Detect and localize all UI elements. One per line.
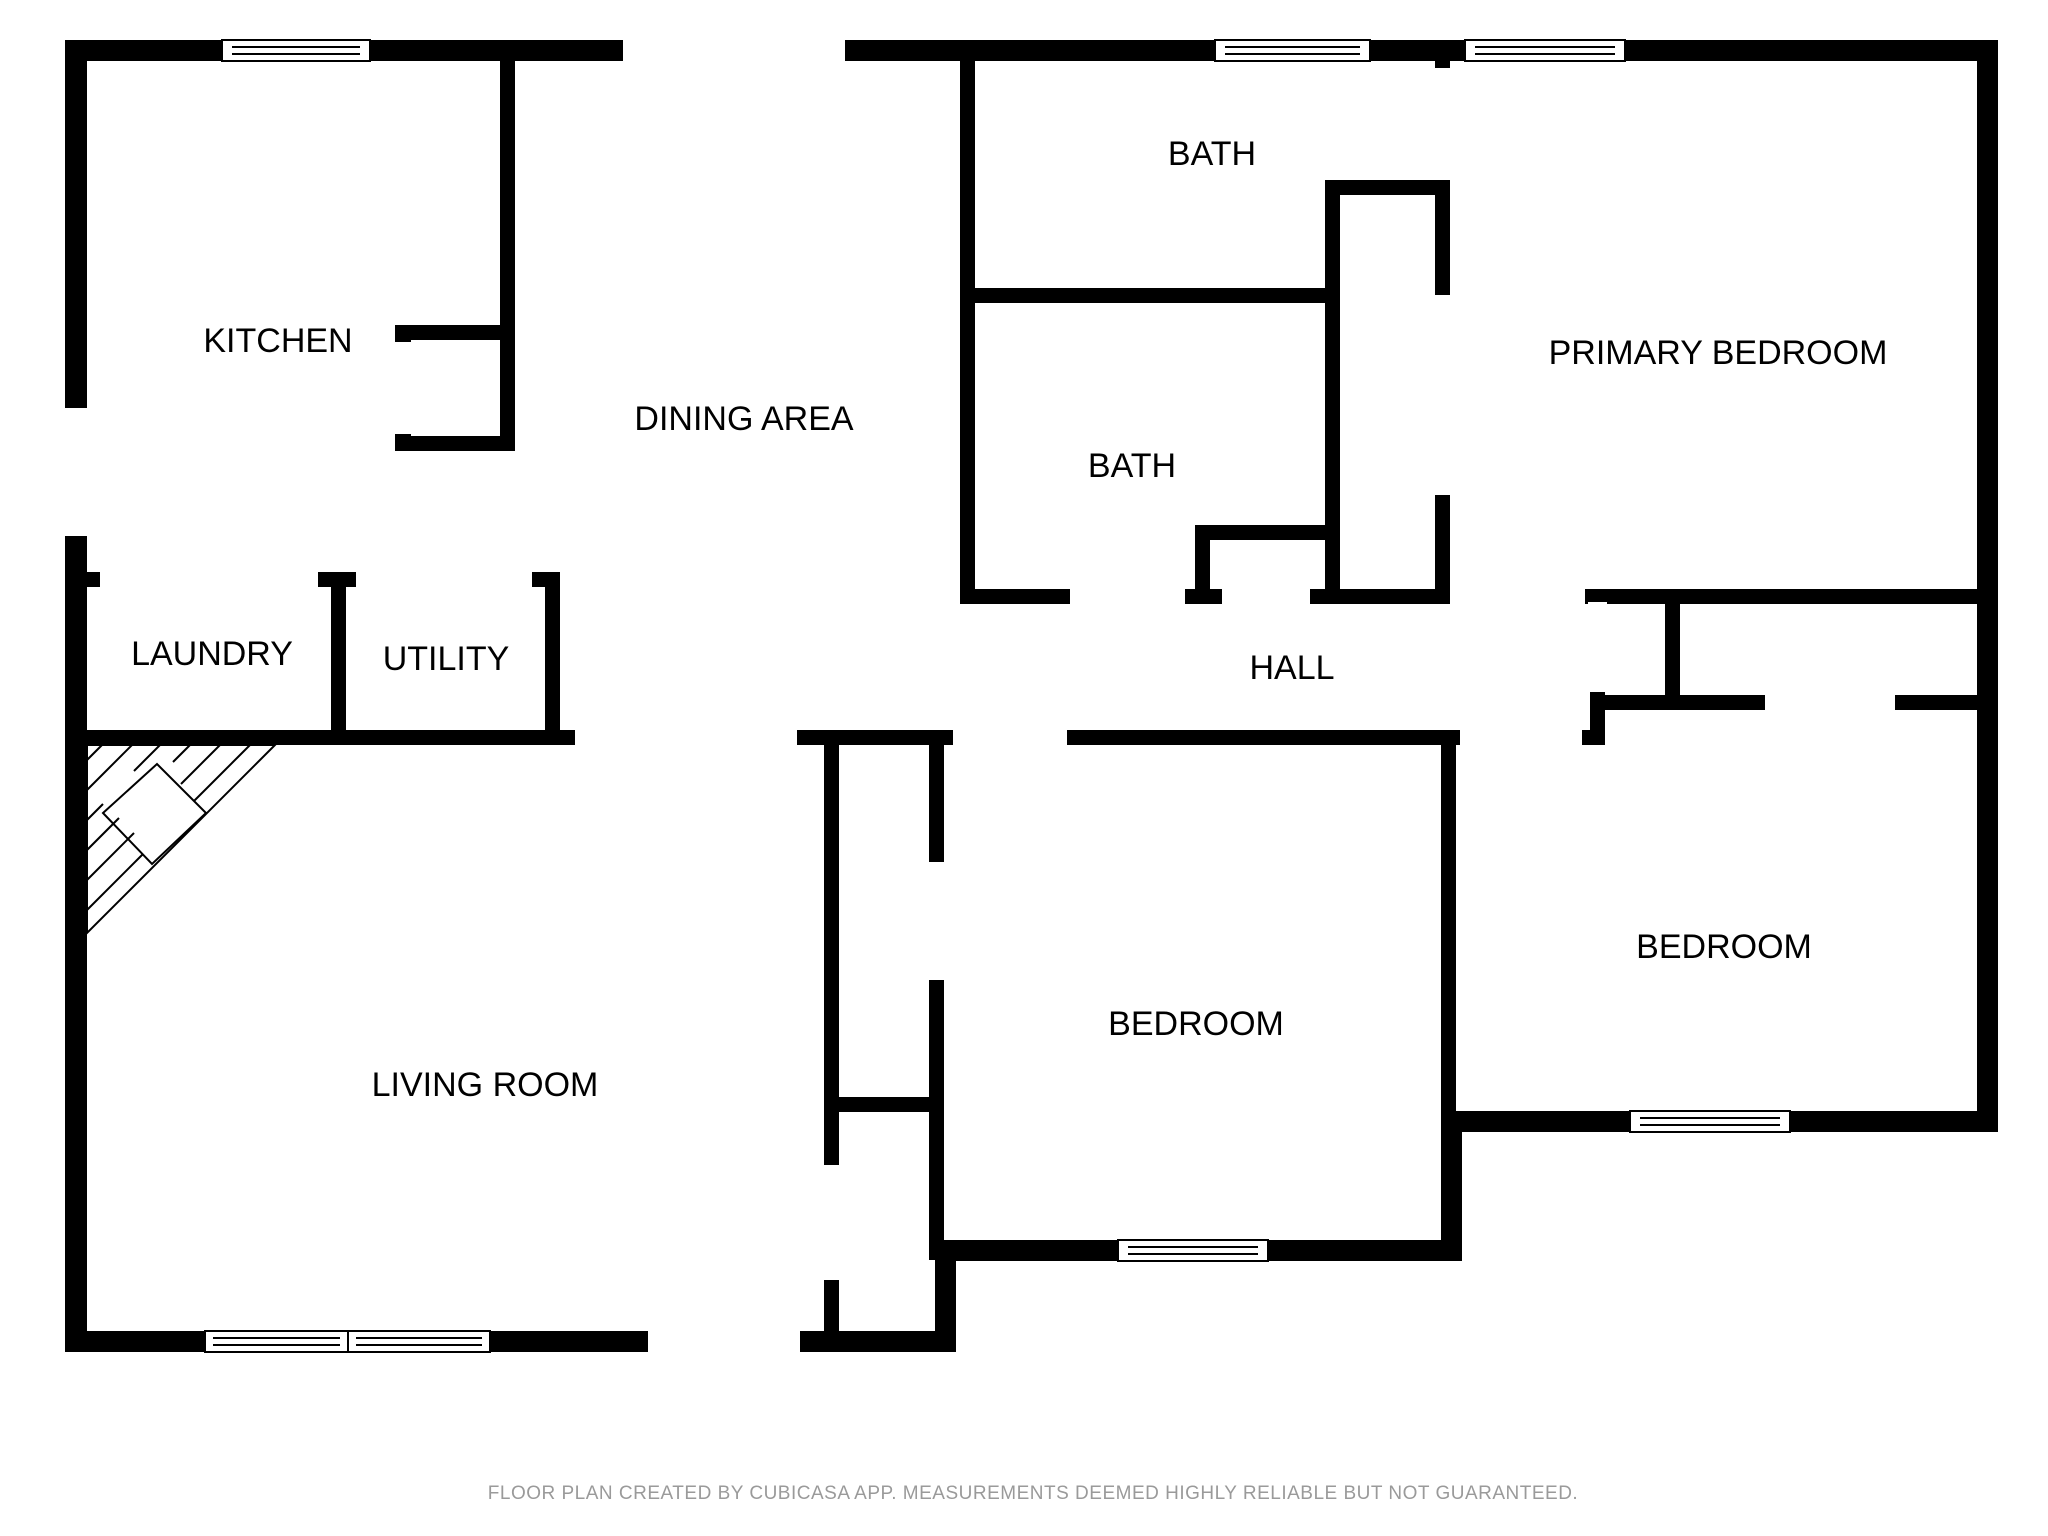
wall-primary-bottom [1585, 589, 1998, 604]
opening-living-bottom [648, 1329, 800, 1354]
opening-living-closet [822, 1165, 841, 1280]
opening-kitchen-left [63, 408, 89, 536]
opening-bath-lower-door [1070, 587, 1185, 606]
wall-bedroom-center-right [1441, 730, 1456, 1260]
label-laundry: LAUNDRY [131, 635, 293, 673]
wall-kitchen-peninsula-bottom [395, 436, 515, 451]
wall-bath-closet-left [1325, 180, 1340, 604]
label-bedroom-right: BEDROOM [1636, 928, 1812, 966]
opening-laundry-top [100, 570, 318, 589]
window-bath-upper [1214, 39, 1371, 62]
opening-bedroom-right-closet [1765, 693, 1895, 712]
wall-kitchen-dining [500, 40, 515, 450]
label-dining-area: DINING AREA [634, 400, 853, 438]
label-bath-lower: BATH [1088, 447, 1176, 485]
label-kitchen: KITCHEN [203, 322, 352, 360]
wall-exterior-step-1 [935, 1240, 956, 1352]
wall-exterior-right [1977, 40, 1998, 1132]
wall-bath-nook-top [1195, 525, 1340, 540]
label-living-room: LIVING ROOM [372, 1066, 599, 1104]
opening-kitchen-peninsula [393, 342, 413, 434]
openings [63, 38, 1895, 1354]
window-bedroom-right [1629, 1110, 1791, 1133]
opening-primary-closet [1433, 295, 1452, 495]
opening-closet-bedroom [927, 862, 946, 980]
wall-utility-right [545, 572, 560, 738]
opening-bedroom-right-top [1460, 728, 1582, 747]
room-labels: KITCHEN DINING AREA BATH BATH PRIMARY BE… [131, 135, 1887, 1104]
wall-linen-divider [1665, 589, 1680, 699]
wall-exterior-bottom-living [65, 1331, 956, 1352]
wall-closet-divider [824, 1097, 944, 1112]
wall-kitchen-peninsula-top [395, 325, 515, 340]
opening-utility-top [356, 570, 532, 589]
window-primary-bedroom [1464, 39, 1626, 62]
stairs [86, 744, 278, 936]
walls [65, 40, 1998, 1352]
label-utility: UTILITY [383, 640, 510, 678]
label-primary-bedroom: PRIMARY BEDROOM [1549, 334, 1888, 372]
wall-bath-divider [960, 288, 1330, 303]
footer-disclaimer: FLOOR PLAN CREATED BY CUBICASA APP. MEAS… [488, 1483, 1578, 1504]
wall-laundry-utility [331, 572, 346, 738]
window-living-right [347, 1330, 491, 1353]
wall-exterior-left [65, 40, 87, 1352]
label-bedroom-center: BEDROOM [1108, 1005, 1284, 1043]
wall-bath-left [960, 56, 975, 604]
opening-primary-bath [1433, 68, 1452, 180]
wall-bath-closet-top [1325, 180, 1450, 195]
wall-bath-nook-side [1195, 525, 1210, 604]
label-bath-upper: BATH [1168, 135, 1256, 173]
window-bedroom-center [1117, 1239, 1269, 1262]
opening-linen-door [1588, 602, 1607, 692]
opening-bath-nook-door [1222, 587, 1310, 606]
wall-closet-right [929, 730, 944, 1260]
opening-dining-top [623, 38, 845, 63]
opening-living-top [575, 728, 797, 747]
windows [204, 39, 1791, 1353]
window-kitchen [221, 39, 371, 62]
window-living-left [204, 1330, 349, 1353]
opening-primary-hall [1450, 587, 1583, 606]
opening-closet-top [953, 728, 1067, 747]
label-hall: HALL [1249, 649, 1334, 687]
stair-landing [101, 762, 208, 866]
